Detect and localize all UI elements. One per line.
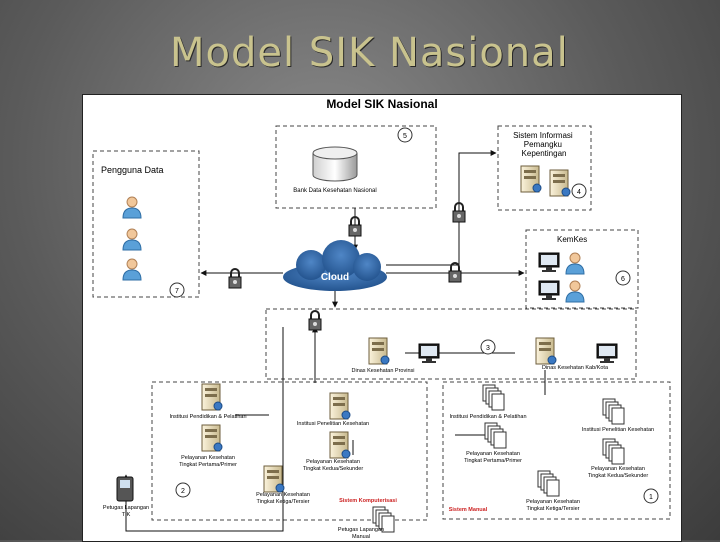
manual-pelayanan-tersier-label: Pelayanan Kesehatan — [526, 499, 580, 505]
badge-4-label: 4 — [577, 189, 581, 196]
comp-pelayanan-tersier-label: Pelayanan Kesehatan — [256, 492, 310, 498]
dinas-kabkota-server-icon — [536, 338, 556, 364]
database-icon — [313, 147, 357, 181]
manual-caption: Sistem Manual — [449, 507, 488, 513]
inst-pendidikan-server-icon — [202, 384, 222, 410]
badge-1-label: 1 — [649, 494, 653, 501]
user-icon — [123, 259, 141, 280]
paper-stack-icon — [483, 385, 504, 410]
user-icon — [123, 197, 141, 218]
petugas-manual-label: Petugas Lapangan — [338, 527, 384, 533]
petugas-tik-label: Petugas Lapangan — [103, 505, 149, 511]
lock-icon — [309, 311, 321, 330]
dinas-provinsi-label: Dinas Kesehatan Provinsi — [352, 368, 415, 374]
dinas-provinsi-monitor-icon — [419, 344, 439, 363]
stakeholder-server-icon-2 — [550, 170, 570, 196]
user-icon — [123, 229, 141, 250]
handheld-device-icon — [117, 477, 133, 501]
cloud-icon — [283, 240, 387, 291]
bank-data-label: Bank Data Kesehatan Nasional — [293, 188, 376, 194]
petugas-manual-label-2: Manual — [352, 534, 370, 540]
dinas-kabkota-monitor-icon — [597, 344, 617, 363]
badge-3-label: 3 — [486, 345, 490, 352]
manual-inst-pendidikan-label: Institusi Pendidikan & Pelatihan — [449, 414, 526, 420]
badge-5-label: 5 — [403, 133, 407, 140]
computerized-caption: Sistem Komputerisasi — [339, 498, 397, 504]
inst-penelitian-server-icon — [330, 393, 350, 419]
lock-icon — [229, 269, 241, 288]
users-title: Pengguna Data — [101, 165, 164, 175]
paper-stack-icon — [603, 399, 624, 424]
stakeholders-title: Sistem Informasi Pemangku Kepentingan — [513, 131, 575, 158]
kemkes-title: KemKes — [557, 235, 587, 244]
comp-inst-pendidikan-label: Institusi Pendidikan & Pelatihan — [169, 414, 246, 420]
manual-pelayanan-sekunder-label: Pelayanan Kesehatan — [591, 466, 645, 472]
lock-icon — [449, 263, 461, 282]
operator-icon — [566, 281, 584, 302]
paper-stack-icon — [485, 423, 506, 448]
badge-6-label: 6 — [621, 276, 625, 283]
manual-pelayanan-sekunder-label-2: Tingkat Kedua/Sekunder — [588, 473, 649, 479]
comp-pelayanan-sekunder-label-2: Tingkat Kedua/Sekunder — [303, 466, 364, 472]
sik-diagram: Model SIK Nasional 5 Bank Data Kesehatan… — [83, 95, 681, 541]
petugas-tik-label-2: TIK — [122, 512, 131, 518]
manual-inst-penelitian-label: Institusi Penelitian Kesehatan — [582, 427, 654, 433]
diagram-title: Model SIK Nasional — [326, 97, 437, 111]
cloud-label: Cloud — [321, 272, 349, 283]
comp-pelayanan-primer-label-2: Tingkat Pertama/Primer — [179, 462, 237, 468]
operator-icon — [566, 253, 584, 274]
paper-stack-icon — [538, 471, 559, 496]
diagram-panel: Model SIK Nasional 5 Bank Data Kesehatan… — [82, 94, 682, 542]
manual-pelayanan-primer-label: Pelayanan Kesehatan — [466, 451, 520, 457]
link-cloud-stakeholders — [386, 153, 496, 265]
comp-inst-penelitian-label: Institusi Penelitian Kesehatan — [297, 421, 369, 427]
pelayanan-sekunder-server-icon — [330, 432, 350, 458]
paper-stack-icon — [603, 439, 624, 464]
dinas-provinsi-server-icon — [369, 338, 389, 364]
pelayanan-primer-server-icon — [202, 425, 222, 451]
manual-pelayanan-primer-label-2: Tingkat Pertama/Primer — [464, 458, 522, 464]
computer-icon — [539, 281, 559, 300]
dinas-kabkota-label: Dinas Kesehatan Kab/Kota — [542, 365, 609, 371]
badge-7-label: 7 — [175, 288, 179, 295]
slide-title: Model SIK Nasional — [170, 30, 569, 76]
stakeholder-server-icon — [521, 166, 541, 192]
computer-icon — [539, 253, 559, 272]
comp-pelayanan-primer-label: Pelayanan Kesehatan — [181, 455, 235, 461]
comp-pelayanan-tersier-label-2: Tingkat Ketiga/Tersier — [257, 499, 310, 505]
badge-2-label: 2 — [181, 488, 185, 495]
pelayanan-tersier-server-icon — [264, 466, 284, 492]
manual-pelayanan-tersier-label-2: Tingkat Ketiga/Tersier — [527, 506, 580, 512]
comp-pelayanan-sekunder-label: Pelayanan Kesehatan — [306, 459, 360, 465]
